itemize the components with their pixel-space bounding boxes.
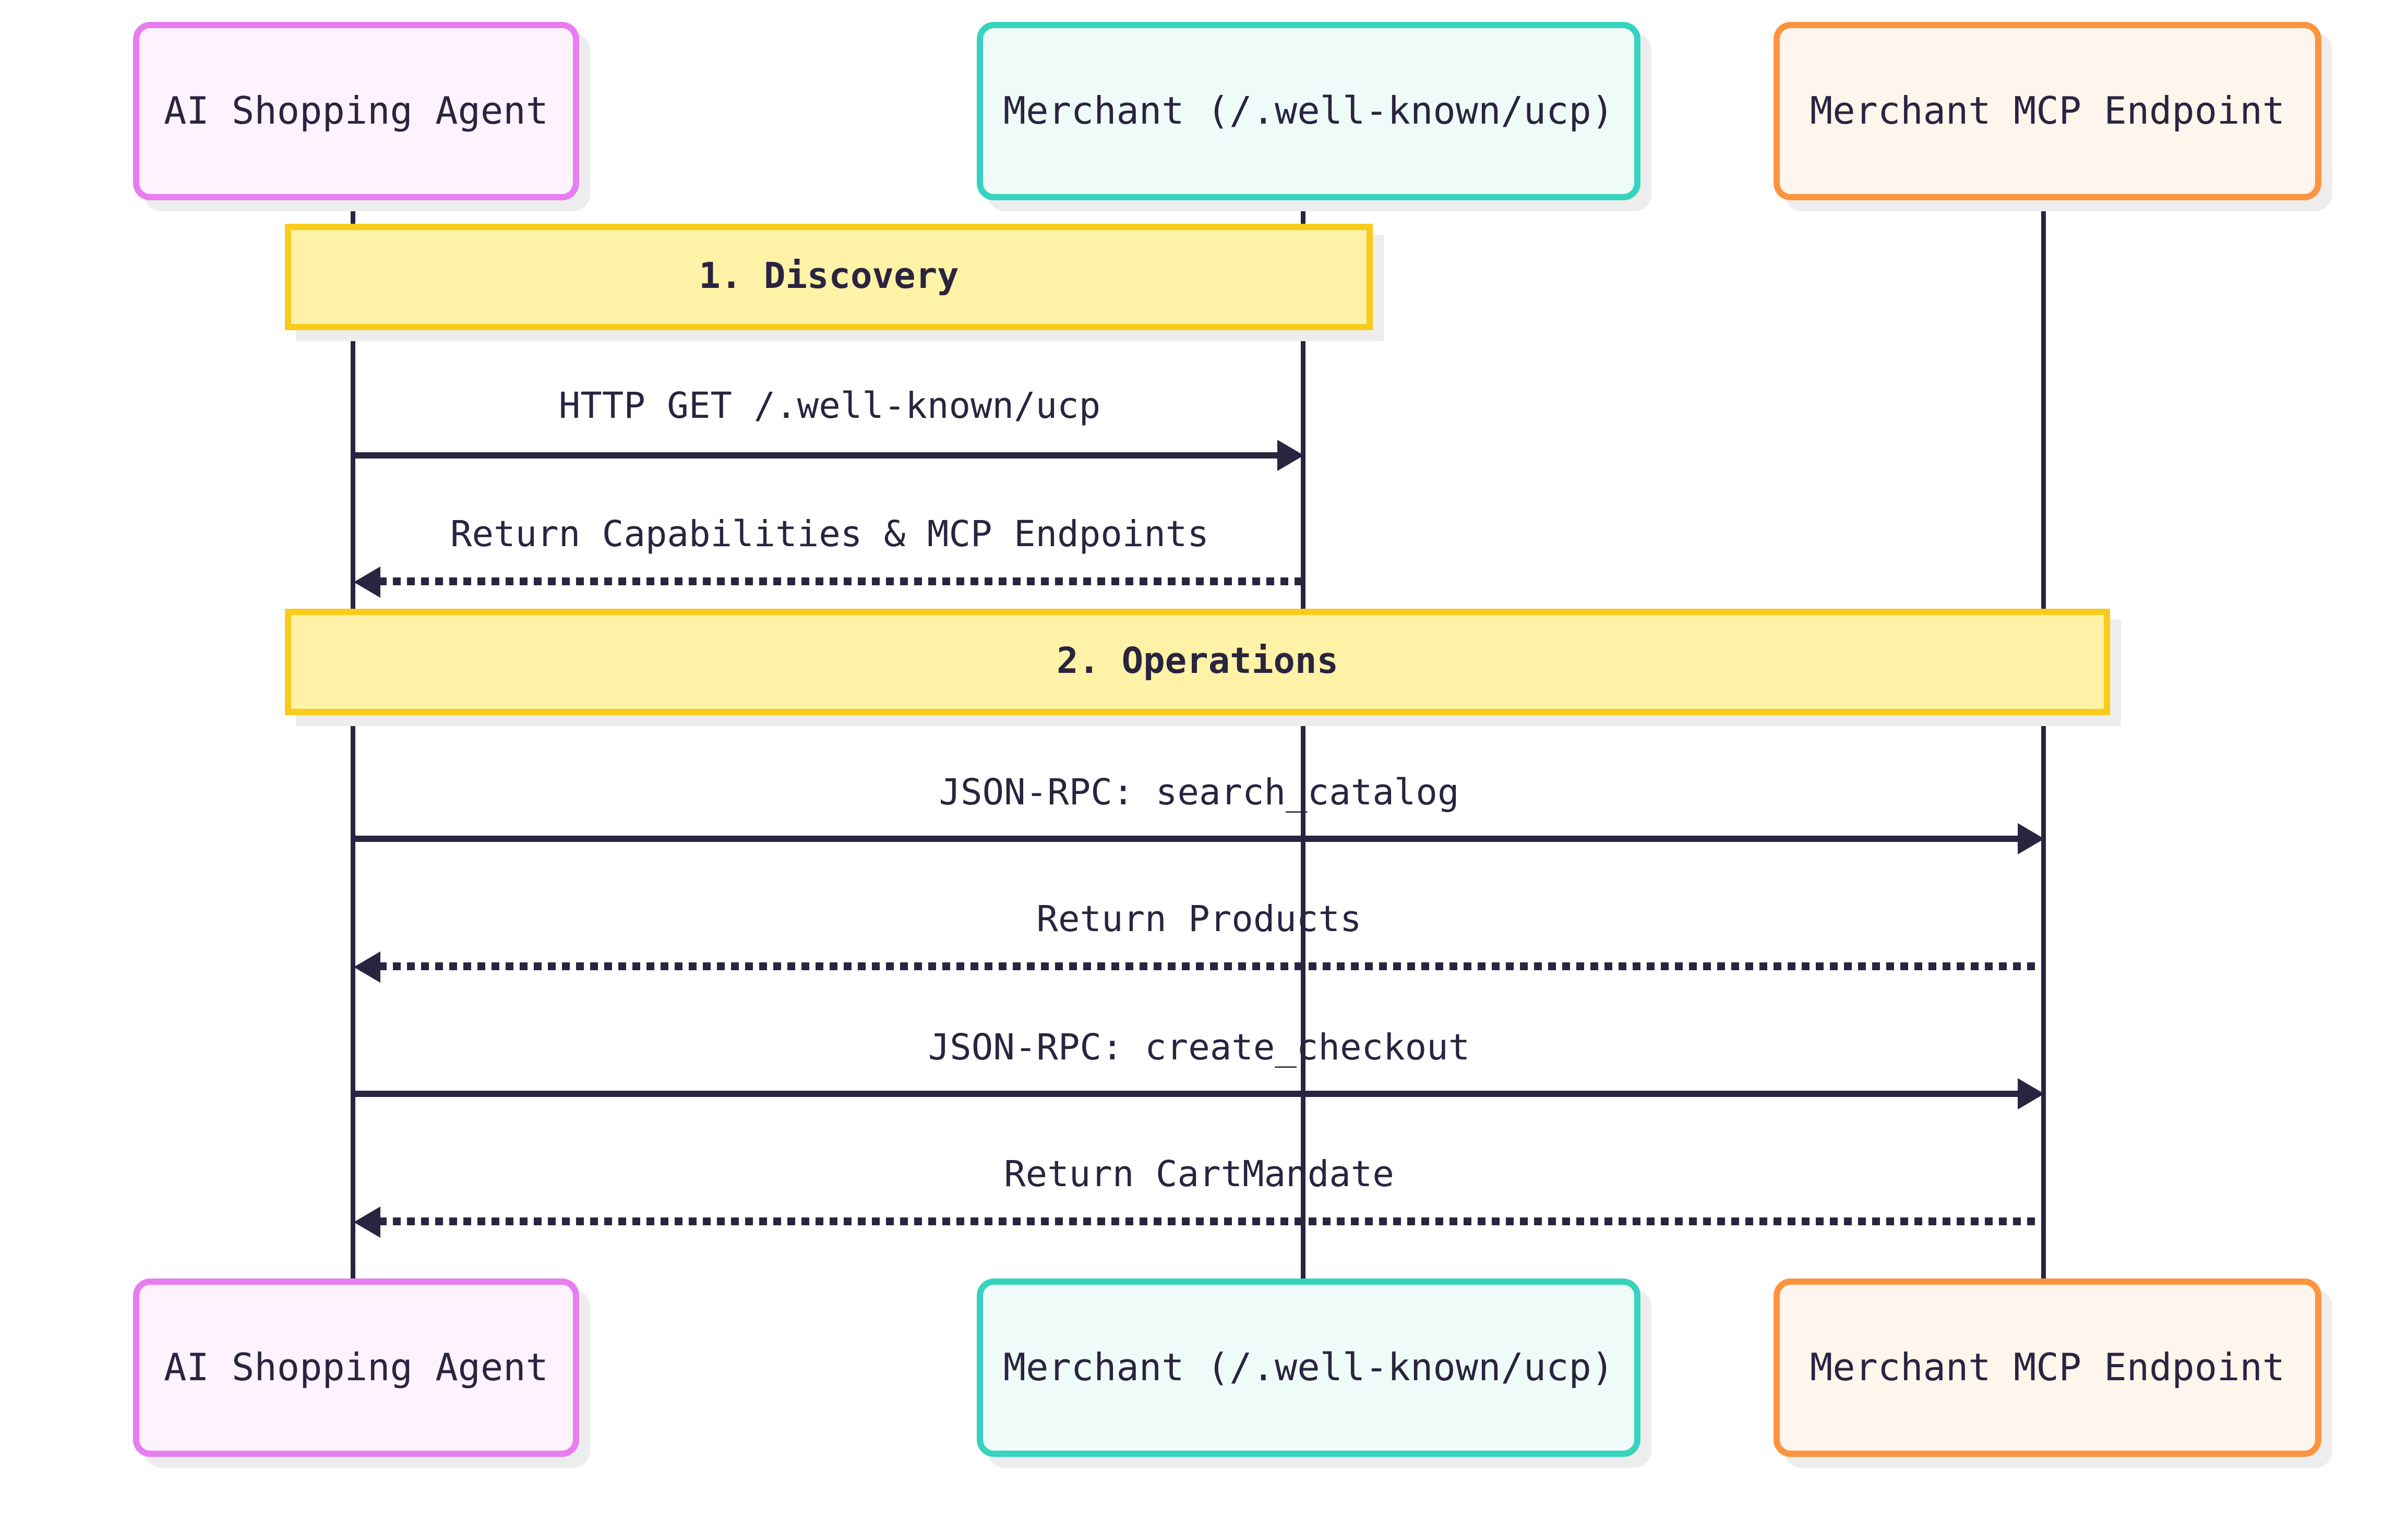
actor-label: AI Shopping Agent <box>164 1346 548 1390</box>
arrowhead-right-icon <box>2018 823 2044 854</box>
section-band-operations: 2. Operations <box>285 609 2110 715</box>
message-label: HTTP GET /.well-known/ucp <box>558 387 1101 427</box>
message-line-dotted <box>379 962 2044 970</box>
actor-label: Merchant MCP Endpoint <box>1810 89 2285 133</box>
lifeline-ai-shopping-agent <box>351 197 355 1283</box>
arrowhead-left-icon <box>354 1207 380 1238</box>
message-label: Return Products <box>1036 900 1362 940</box>
arrowhead-left-icon <box>354 566 380 598</box>
actor-bottom-merchant-mcp-endpoint: Merchant MCP Endpoint <box>1774 1278 2321 1457</box>
message-line-dotted <box>379 577 1304 585</box>
message-label: Return CartMandate <box>1004 1155 1394 1196</box>
actor-label: AI Shopping Agent <box>164 89 548 133</box>
message-line-solid <box>354 1091 2019 1097</box>
actor-top-merchant-mcp-endpoint: Merchant MCP Endpoint <box>1774 22 2321 200</box>
actor-label: Merchant (/.well-known/ucp) <box>1003 89 1614 133</box>
message-line-solid <box>354 836 2019 842</box>
message-label: JSON-RPC: search_catalog <box>939 773 1459 814</box>
actor-label: Merchant (/.well-known/ucp) <box>1003 1346 1614 1390</box>
message-label: JSON-RPC: create_checkout <box>928 1028 1470 1069</box>
lifeline-merchant-well-known <box>1301 197 1305 1283</box>
actor-top-merchant-well-known: Merchant (/.well-known/ucp) <box>977 22 1640 200</box>
actor-top-ai-shopping-agent: AI Shopping Agent <box>133 22 579 200</box>
arrowhead-right-icon <box>2018 1078 2044 1109</box>
message-line-dotted <box>379 1217 2044 1225</box>
arrowhead-right-icon <box>1277 440 1304 471</box>
actor-bottom-ai-shopping-agent: AI Shopping Agent <box>133 1278 579 1457</box>
actor-bottom-merchant-well-known: Merchant (/.well-known/ucp) <box>977 1278 1640 1457</box>
section-title: 2. Operations <box>1056 642 1338 682</box>
actor-label: Merchant MCP Endpoint <box>1810 1346 2285 1390</box>
message-label: Return Capabilities & MCP Endpoints <box>450 515 1209 556</box>
section-title: 1. Discovery <box>699 257 959 297</box>
lifeline-merchant-mcp-endpoint <box>2041 197 2046 1283</box>
arrowhead-left-icon <box>354 951 380 983</box>
message-line-solid <box>354 452 1279 459</box>
section-band-discovery: 1. Discovery <box>285 224 1373 330</box>
